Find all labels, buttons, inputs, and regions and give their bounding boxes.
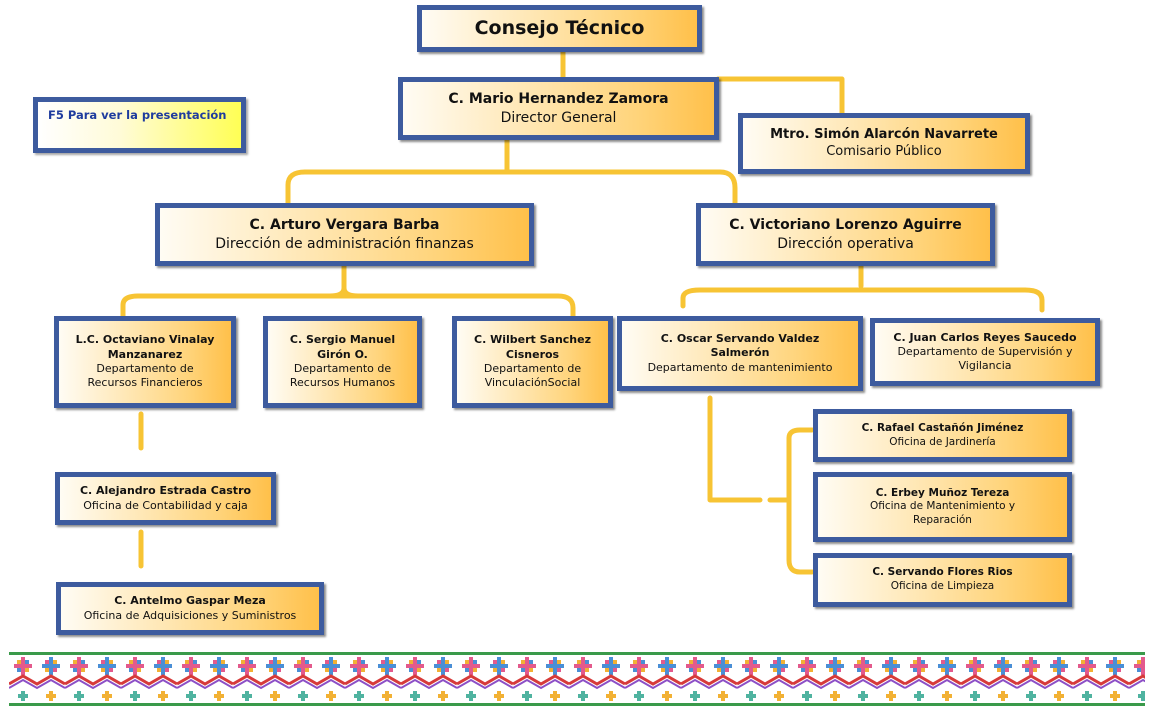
node-name: Mtro. Simón Alarcón Navarrete [770, 126, 998, 142]
node-name: C. Sergio Manuel [289, 333, 396, 347]
node-name: C. Servando Flores Rios [872, 566, 1013, 579]
embroidered-pattern [9, 652, 1145, 706]
node-comisario-publico: Mtro. Simón Alarcón Navarrete Comisario … [738, 113, 1030, 174]
node-role: Departamento de [96, 362, 194, 375]
node-name: C. Wilbert Sanchez [474, 333, 591, 347]
node-role: Oficina de Mantenimiento y [869, 500, 1016, 513]
node-role: Oficina de Contabilidad y caja [83, 498, 248, 512]
node-title: Consejo Técnico [474, 17, 645, 40]
node-role: Reparación [913, 513, 972, 526]
node-role: Recursos Humanos [289, 376, 396, 390]
node-role: Departamento de [483, 362, 582, 375]
node-name: C. Alejandro Estrada Castro [79, 484, 252, 498]
node-contabilidad-caja: C. Alejandro Estrada Castro Oficina de C… [55, 472, 276, 525]
node-role: Dirección operativa [777, 235, 914, 252]
node-recursos-financieros: L.C. Octaviano Vinalay Manzanarez Depart… [54, 316, 236, 408]
node-role: Oficina de Limpieza [890, 580, 995, 592]
node-name: C. Victoriano Lorenzo Aguirre [729, 217, 962, 234]
node-name: Cisneros [505, 347, 560, 361]
presentation-hint: F5 Para ver la presentación [33, 97, 246, 153]
node-role: Departamento de mantenimiento [647, 360, 833, 374]
connector-director-comisario [715, 76, 845, 116]
node-role: VinculaciónSocial [484, 376, 581, 390]
node-oficina-mantenimiento-reparacion: C. Erbey Muñoz Tereza Oficina de Manteni… [813, 472, 1072, 542]
node-role: Director General [500, 109, 617, 126]
node-consejo-tecnico: Consejo Técnico [417, 5, 702, 52]
node-name: Salmerón [710, 346, 770, 360]
node-departamento-mantenimiento: C. Oscar Servando Valdez Salmerón Depart… [617, 316, 863, 391]
node-vinculacion-social: C. Wilbert Sanchez Cisneros Departamento… [452, 316, 613, 408]
connector-operativa-departamentos [680, 261, 1045, 313]
connector-admin-departamentos [120, 261, 576, 321]
node-recursos-humanos: C. Sergio Manuel Girón O. Departamento d… [263, 316, 422, 408]
node-supervision-vigilancia: C. Juan Carlos Reyes Saucedo Departament… [870, 318, 1100, 386]
node-oficina-limpieza: C. Servando Flores Rios Oficina de Limpi… [813, 553, 1072, 607]
node-name: C. Oscar Servando Valdez [660, 332, 820, 346]
node-role: Recursos Financieros [87, 376, 203, 390]
node-role: Vigilancia [958, 359, 1012, 373]
node-name: C. Mario Hernandez Zamora [448, 91, 669, 108]
node-role: Departamento de [293, 362, 392, 375]
connector-director-direcciones [285, 136, 738, 208]
node-name: C. Erbey Muñoz Tereza [875, 486, 1010, 499]
node-role: Oficina de Adquisiciones y Suministros [83, 608, 297, 622]
node-name: C. Rafael Castañón Jiménez [861, 421, 1024, 434]
node-role: Dirección de administración finanzas [215, 235, 474, 252]
node-oficina-jardineria: C. Rafael Castañón Jiménez Oficina de Ja… [813, 409, 1072, 462]
node-name: C. Juan Carlos Reyes Saucedo [893, 330, 1077, 344]
node-name: C. Arturo Vergara Barba [249, 217, 440, 234]
node-name: Girón O. [317, 347, 368, 361]
node-adquisiciones-suministros: C. Antelmo Gaspar Meza Oficina de Adquis… [56, 582, 324, 635]
node-direccion-administracion: C. Arturo Vergara Barba Dirección de adm… [155, 203, 534, 266]
node-role: Oficina de Jardinería [889, 435, 996, 448]
node-name: C. Antelmo Gaspar Meza [114, 594, 266, 608]
node-direccion-operativa: C. Victoriano Lorenzo Aguirre Dirección … [696, 203, 995, 266]
node-role: Departamento de Supervisión y [897, 344, 1073, 358]
node-director-general: C. Mario Hernandez Zamora Director Gener… [398, 77, 719, 140]
node-name: Manzanarez [107, 347, 183, 361]
node-role: Comisario Público [826, 143, 942, 159]
node-name: L.C. Octaviano Vinalay [75, 333, 215, 347]
connector-mantenimiento-oficinas [707, 395, 815, 575]
